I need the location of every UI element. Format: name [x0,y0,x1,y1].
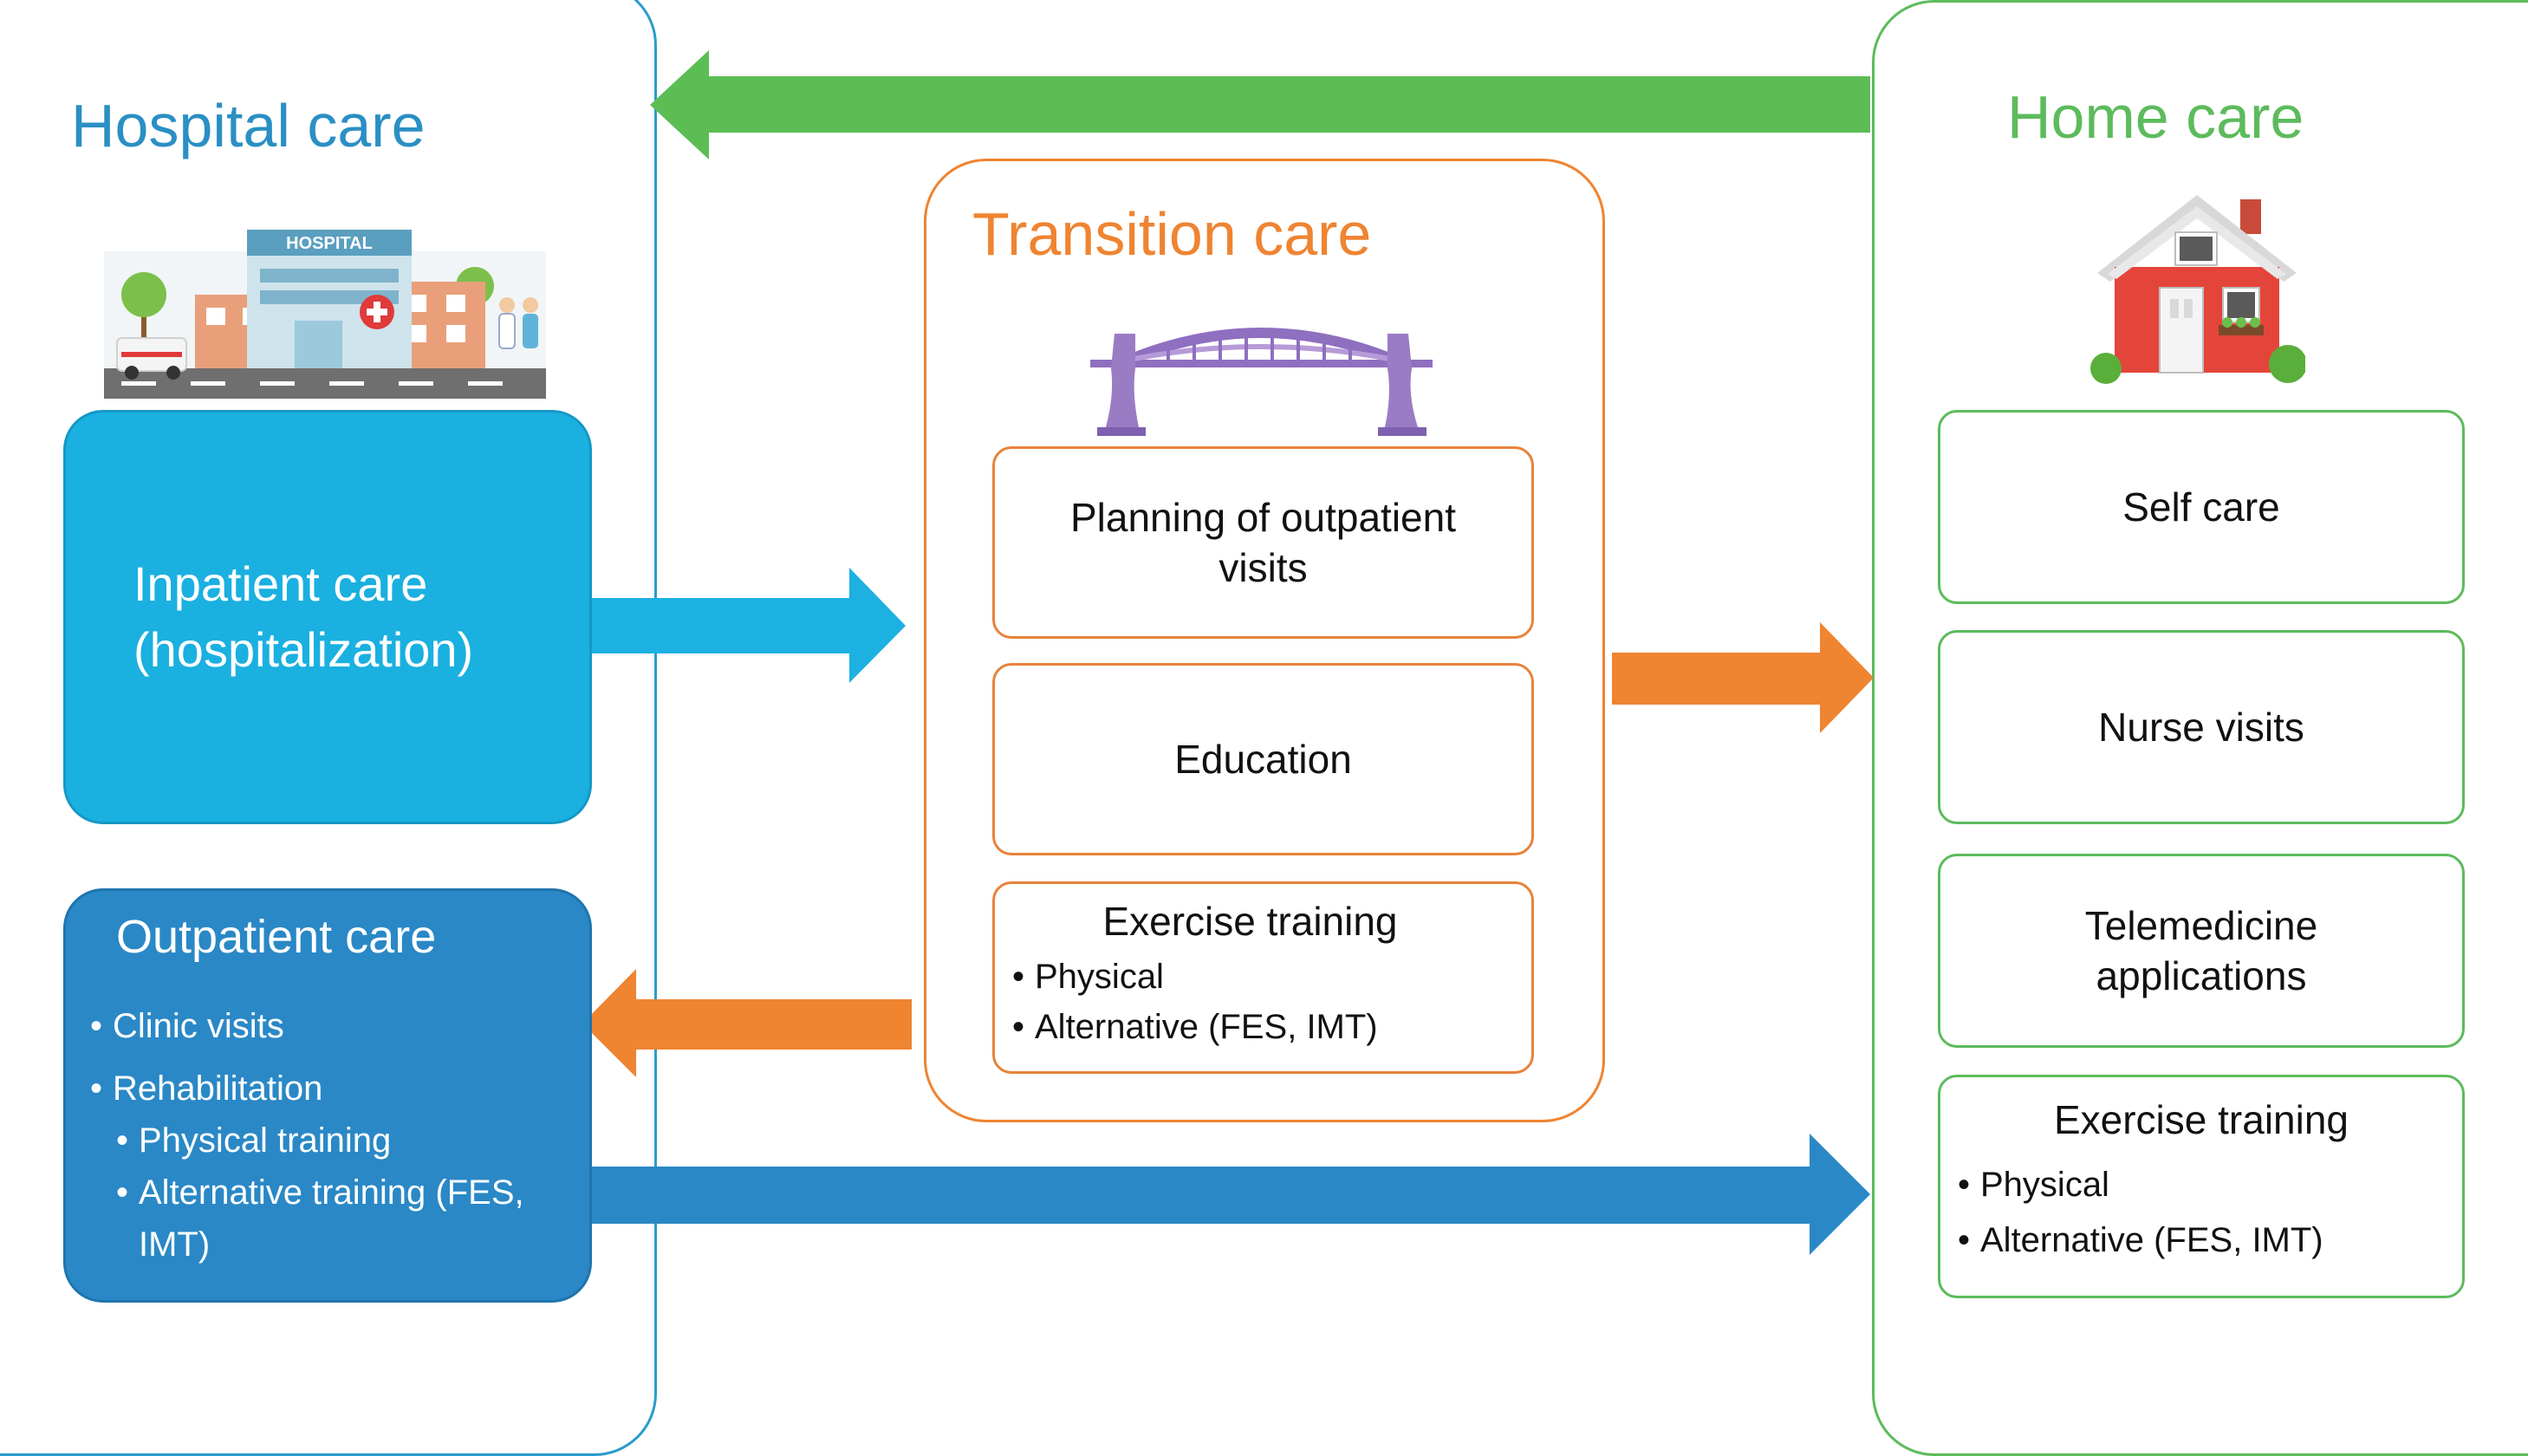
inpatient-care-line1: Inpatient care [133,556,428,611]
planning-line2: visits [1219,545,1308,590]
rehab-sublist: Physical training Alternative training (… [116,1115,524,1271]
hospital-sign: HOSPITAL [286,234,373,253]
telemedicine-line1: Telemedicine [2084,903,2318,948]
outpatient-to-home-arrow [592,1134,1870,1255]
exercise-item: Physical [1958,1157,2462,1212]
education-box: Education [992,663,1534,855]
transition-care-title: Transition care [972,200,1372,268]
transition-care-panel [924,159,1605,1122]
house-icon [2090,195,2305,384]
outpatient-care-title: Outpatient care [116,911,437,963]
inpatient-care-box: Inpatient care (hospitalization) [63,410,592,824]
outpatient-care-box: Outpatient care Clinic visits Rehabilita… [63,888,592,1303]
hospital-illustration: HOSPITAL [104,230,546,399]
transition-exercise-title: Exercise training [1102,899,1398,944]
hospital-care-title: Hospital care [71,92,426,159]
self-care-label: Self care [2122,484,2280,530]
home-care-title: Home care [2007,83,2304,151]
exercise-item: Physical [1012,952,1531,1002]
transition-exercise-training-box: Exercise training Physical Alternative (… [992,881,1534,1074]
transition-exercise-list: Physical Alternative (FES, IMT) [1012,952,1531,1052]
inpatient-to-transition-arrow [592,568,906,683]
rehab-item: Physical training [116,1115,524,1167]
inpatient-care-line2: (hospitalization) [133,622,474,677]
planning-outpatient-visits-box: Planning of outpatient visits [992,446,1534,639]
home-exercise-list: Physical Alternative (FES, IMT) [1958,1157,2462,1268]
nurse-visits-box: Nurse visits [1938,630,2465,824]
home-exercise-title: Exercise training [2053,1097,2349,1142]
nurse-visits-label: Nurse visits [2098,705,2304,750]
telemedicine-line2: applications [2096,953,2307,998]
exercise-item: Alternative (FES, IMT) [1012,1002,1531,1052]
exercise-item: Alternative (FES, IMT) [1958,1212,2462,1268]
self-care-box: Self care [1938,410,2465,604]
planning-line1: Planning of outpatient [1069,495,1457,540]
outpatient-item: Clinic visits [90,995,322,1057]
tree-icon [121,272,166,355]
ambulance-icon [116,337,187,380]
transition-to-outpatient-arrow [582,969,912,1077]
education-label: Education [1174,737,1352,782]
rehab-item: Alternative training (FES,IMT) [116,1167,524,1271]
outpatient-item: Rehabilitation [90,1057,322,1120]
home-exercise-training-box: Exercise training Physical Alternative (… [1938,1075,2465,1298]
people-icon [498,297,538,349]
telemedicine-box: Telemedicine applications [1938,854,2465,1048]
outpatient-list: Clinic visits Rehabilitation [90,995,322,1120]
bridge-icon [1090,328,1433,436]
home-to-hospital-arrow [650,50,1870,159]
transition-to-home-arrow [1612,622,1874,733]
